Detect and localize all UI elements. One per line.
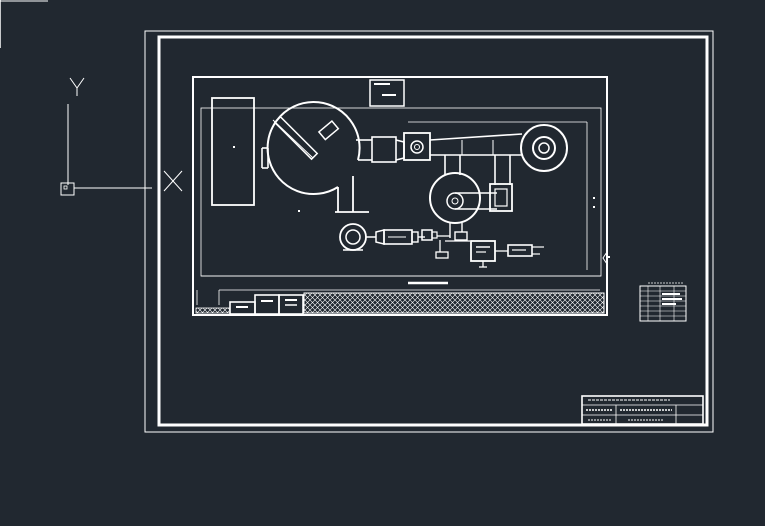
ucs-y-axis-icon	[67, 77, 85, 185]
ucs-x-axis-icon	[74, 170, 183, 192]
control-cabinet-component[interactable]	[369, 79, 405, 107]
foundation-hatch	[195, 292, 605, 314]
ucs-icon[interactable]	[60, 77, 183, 196]
filter-and-valve-component[interactable]	[470, 240, 544, 268]
base-equipment-boxes[interactable]	[229, 294, 304, 315]
ucs-origin-box	[60, 182, 75, 196]
viewport-corner-marks	[0, 0, 48, 48]
title-block[interactable]	[581, 395, 704, 425]
blower-fan-component[interactable]	[429, 172, 513, 241]
break-line-mark	[593, 197, 610, 265]
schematic-frame	[192, 76, 608, 316]
cyclone-separator-component[interactable]	[520, 124, 568, 172]
air-duct	[356, 132, 523, 185]
discharge-chute	[335, 176, 369, 213]
storage-tank-component[interactable]	[211, 97, 255, 206]
rotary-drum-component[interactable]	[261, 101, 361, 212]
parts-list-table[interactable]	[639, 282, 687, 322]
pump-motor-train-component[interactable]	[339, 223, 470, 259]
sheet-border	[144, 30, 714, 433]
